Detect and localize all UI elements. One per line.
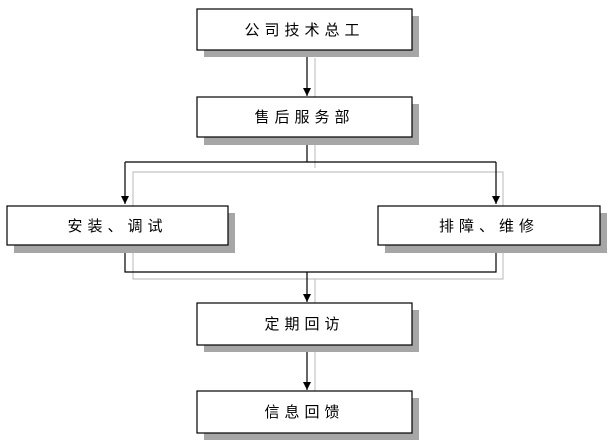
- node-after-sales: 售后服务部: [196, 96, 419, 145]
- node-chief-engineer: 公司技术总工: [196, 8, 419, 57]
- node-install-debug: 安装、调试: [6, 205, 235, 253]
- node-after-sales-label: 售后服务部: [254, 108, 354, 126]
- node-periodic-visit: 定期回访: [196, 302, 419, 352]
- node-feedback-label: 信息回馈: [264, 403, 344, 421]
- node-install-debug-label: 安装、调试: [67, 217, 167, 235]
- node-troubleshoot-repair: 排障、维修: [377, 205, 607, 253]
- node-troubleshoot-repair-label: 排障、维修: [439, 217, 539, 235]
- node-periodic-visit-label: 定期回访: [264, 315, 344, 333]
- connector-shadows: [132, 58, 504, 396]
- connectors: [121, 50, 500, 390]
- node-chief-engineer-label: 公司技术总工: [244, 21, 364, 39]
- node-feedback: 信息回馈: [196, 390, 419, 440]
- line-merge: [124, 245, 497, 273]
